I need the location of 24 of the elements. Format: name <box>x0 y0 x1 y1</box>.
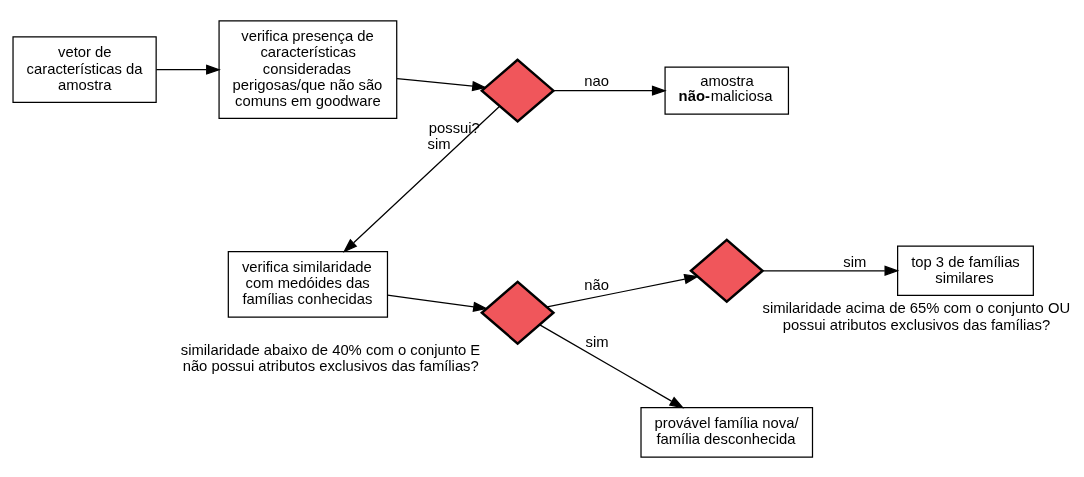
node-box: amostra não-maliciosa <box>664 66 790 115</box>
node-box: verifica presença de características consideradas perigosas/que não são comuns em goodware <box>218 19 398 119</box>
node-label: similaridade acima de 65% com o conjunto OU possui atributos exclusivos das famílias? <box>762 299 1071 332</box>
edge-label: nao <box>584 72 609 89</box>
node-box: vetor de características da amostra <box>12 35 157 103</box>
node-diamond <box>689 237 765 303</box>
arrow <box>396 77 487 91</box>
arrow <box>386 293 488 312</box>
node-diamond <box>479 279 556 345</box>
node-label: similaridade abaixo de 40% com o conjunto E não possui atributos exclusivos das famílias? <box>180 341 481 374</box>
edge-label: não <box>584 276 609 293</box>
node-box: verifica similaridade com medóides das famílias conhecidas <box>227 250 389 318</box>
arrow <box>342 105 501 253</box>
edge-label: sim <box>585 333 609 350</box>
node-diamond <box>479 57 556 123</box>
node-box: provável família nova/ família desconhecida <box>640 406 814 458</box>
arrow <box>552 84 667 96</box>
node-box: top 3 de famílias similares <box>897 244 1034 296</box>
edge-label: sim <box>843 253 867 270</box>
edge-label: sim <box>427 135 451 152</box>
arrow <box>762 265 900 276</box>
arrow <box>546 273 700 308</box>
arrow <box>539 323 685 408</box>
arrow <box>155 64 221 75</box>
